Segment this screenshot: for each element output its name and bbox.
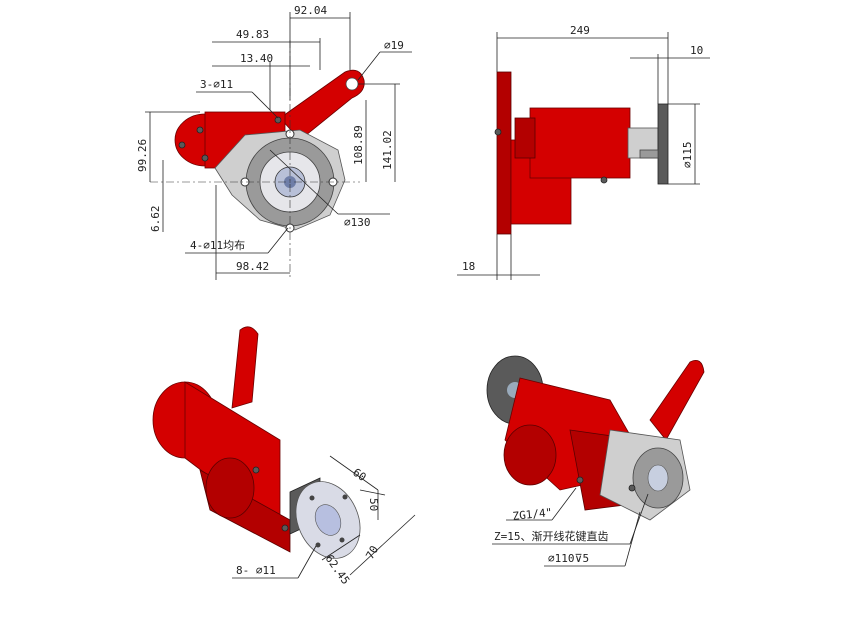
dim-phi130: ∅130	[344, 216, 371, 229]
dim-249: 249	[570, 24, 590, 37]
arm-hole	[345, 77, 359, 91]
dim-98-42: 98.42	[236, 260, 269, 273]
bolt	[274, 116, 282, 124]
dim-13-40: 13.40	[240, 52, 273, 65]
iso-pump-cylinder-right	[503, 424, 557, 486]
iso-view-left: 60 50 62.45 70 8- ∅11	[152, 326, 416, 587]
side-view: 249 10 ∅115 18	[457, 24, 710, 280]
bolt	[196, 126, 204, 134]
dim-49-83: 49.83	[236, 28, 269, 41]
dim-141-02: 141.02	[381, 130, 394, 170]
front-view: 92.04 49.83 13.40 ∅19 3-∅11 99.26 108.89…	[136, 4, 412, 280]
bolt	[281, 524, 289, 532]
bolt	[494, 128, 502, 136]
dim-108-89: 108.89	[352, 125, 365, 165]
dim-10: 10	[690, 44, 703, 57]
dim-line-60	[329, 455, 379, 491]
dim-phi19: ∅19	[384, 39, 404, 52]
dim-phi115: ∅115	[681, 142, 694, 169]
iso-spline	[647, 464, 669, 492]
dim-6-62: 6.62	[149, 206, 162, 233]
leader-spline-d	[629, 493, 649, 545]
iso-flange-hole	[342, 494, 348, 500]
pump-cap	[514, 117, 536, 159]
iso-view-right: ZG1/4" Z=15、渐开线花键直齿 ∅110⊽5	[486, 355, 705, 567]
iso-flange-center	[314, 504, 342, 536]
leader-bore-d	[624, 511, 641, 567]
label-zg: ZG1/4"	[512, 506, 553, 523]
bolt	[178, 141, 186, 149]
dim-line-70	[349, 514, 416, 576]
dim-8phi11: 8- ∅11	[236, 564, 276, 577]
bolt	[628, 484, 636, 492]
dim-60: 60	[350, 466, 368, 484]
dim-62-45: 62.45	[323, 552, 353, 587]
iso-flange-hole	[315, 542, 321, 548]
dim-70: 70	[363, 544, 381, 562]
bolt	[576, 476, 584, 484]
label-bore: ∅110⊽5	[548, 552, 589, 565]
iso-flange-hole	[339, 537, 345, 543]
output-flange-side	[657, 103, 669, 185]
leader-8phi11-d	[297, 545, 317, 579]
iso-flange-hole	[309, 495, 315, 501]
leader-4phi11-d	[267, 227, 289, 254]
dim-3phi11: 3-∅11	[200, 78, 233, 91]
leader-phi130	[269, 149, 339, 215]
mounting-flange-side	[496, 71, 512, 235]
dim-92-04: 92.04	[294, 4, 327, 17]
dim-99-26: 99.26	[136, 139, 149, 172]
leader-phi19	[357, 51, 381, 81]
dim-line-50	[359, 489, 386, 496]
dim-line-62	[321, 534, 361, 561]
label-spline: Z=15、渐开线花键直齿	[494, 529, 609, 543]
leader-zg-d	[551, 487, 577, 521]
bolt	[201, 154, 209, 162]
iso-arm	[231, 326, 259, 409]
mounting-arm	[279, 69, 365, 141]
bolt	[600, 176, 608, 184]
iso-pump-cylinder	[205, 457, 255, 519]
iso-arm-right	[649, 359, 705, 441]
leader-3phi11-d	[251, 91, 279, 119]
bolt	[252, 466, 260, 474]
spline	[639, 149, 659, 159]
dim-18: 18	[462, 260, 475, 273]
dim-4phi11: 4-∅11均布	[190, 239, 245, 252]
dim-50: 50	[367, 498, 380, 511]
pump-body-upper	[529, 107, 631, 179]
